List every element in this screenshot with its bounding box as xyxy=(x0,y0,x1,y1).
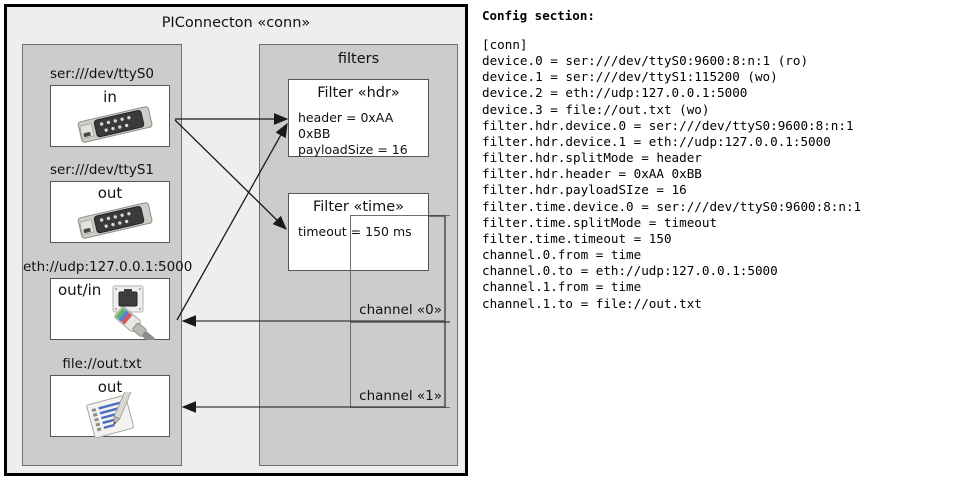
text-file-icon xyxy=(86,392,134,438)
devices-panel: ser:///dev/ttyS0 in ser:///dev/ttyS1 xyxy=(22,44,193,466)
device-label-file: file://out.txt xyxy=(62,356,142,372)
channel-box-1: channel «1» xyxy=(350,322,450,408)
filters-panel: filters Filter «hdr» header = 0xAA 0xBB … xyxy=(259,44,458,466)
device-box-eth[interactable]: out/in xyxy=(50,278,170,340)
device-box-file[interactable]: out xyxy=(50,375,170,438)
device-direction-ttyS1: out xyxy=(97,184,123,202)
config-heading: Config section: xyxy=(482,8,595,23)
channel-label-0: channel «0» xyxy=(359,302,442,318)
device-label-ttyS0: ser:///dev/ttyS0 xyxy=(50,66,154,82)
ethernet-port-icon xyxy=(112,285,156,340)
device-label-eth: eth://udp:127.0.0.1:5000 xyxy=(23,259,193,275)
filter-props-hdr: header = 0xAA 0xBB payloadSize = 16 xyxy=(298,110,428,158)
device-box-ttyS1[interactable]: out xyxy=(50,181,170,243)
diagram-title: PIConnecton «conn» xyxy=(161,15,311,31)
device-direction-ttyS0: in xyxy=(103,88,117,106)
filter-prop: header = 0xAA 0xBB xyxy=(298,110,394,141)
serial-port-icon xyxy=(77,106,153,143)
device-direction-file: out xyxy=(97,378,123,396)
channel-box-0: channel «0» xyxy=(350,215,450,322)
filter-prop: payloadSize = 16 xyxy=(298,142,408,157)
device-label-ttyS1: ser:///dev/ttyS1 xyxy=(50,162,154,178)
channel-label-1: channel «1» xyxy=(359,388,442,404)
filter-title-hdr: Filter «hdr» xyxy=(317,85,400,101)
diagram-frame: PIConnecton «conn» ser:///dev/ttyS0 in xyxy=(4,4,468,476)
serial-port-icon xyxy=(77,202,153,239)
device-box-ttyS0[interactable]: in xyxy=(50,85,170,147)
device-direction-eth: out/in xyxy=(58,281,102,299)
filters-panel-title: filters xyxy=(337,51,380,67)
filter-title-time: Filter «time» xyxy=(312,199,405,215)
config-section: Config section: [conn] device.0 = ser://… xyxy=(482,8,960,312)
config-body: [conn] device.0 = ser:///dev/ttyS0:9600:… xyxy=(482,37,862,311)
filter-box-hdr[interactable]: Filter «hdr» header = 0xAA 0xBB payloadS… xyxy=(288,79,429,157)
